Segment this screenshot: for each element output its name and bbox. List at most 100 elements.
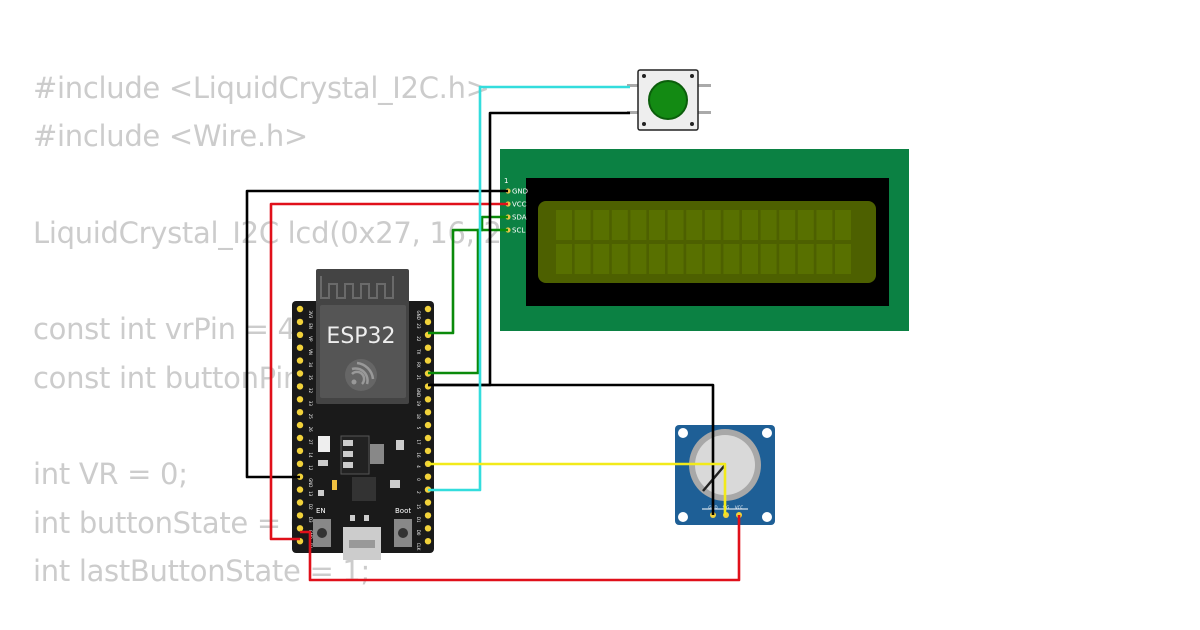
esp32-right-pin-label: 22	[416, 336, 421, 342]
code-line: int VR = 0;	[33, 457, 188, 492]
esp32-right-pin-label: RX	[416, 362, 421, 368]
lcd-cell	[797, 210, 814, 240]
en-label: EN	[316, 507, 326, 515]
esp32-right-pin[interactable]	[424, 434, 432, 442]
esp32-right-pin-label: GND	[416, 388, 421, 397]
code-line: #include <Wire.h>	[33, 119, 308, 154]
pushbutton[interactable]	[627, 69, 711, 131]
esp32-right-pin[interactable]	[424, 447, 432, 455]
esp32-right-pin-label: TX	[416, 348, 421, 354]
lcd-cell	[704, 210, 721, 240]
esp32-left-pin-label: 25	[308, 414, 313, 420]
esp32-right-pin[interactable]	[424, 421, 432, 429]
lcd-cell	[556, 210, 572, 240]
esp32-left-pin[interactable]	[296, 447, 304, 455]
esp32-right-pin-label: D0	[416, 530, 421, 536]
esp32-left-pin[interactable]	[296, 486, 304, 493]
esp32-left-pin-label: D2	[308, 504, 313, 510]
esp32-right-pin[interactable]	[424, 409, 432, 416]
esp32-left-pin-label: 26	[308, 427, 313, 433]
esp32-left-pin[interactable]	[296, 434, 304, 442]
esp32-left-pin-label: 12	[308, 465, 313, 471]
esp32-left-pin[interactable]	[296, 305, 304, 313]
espressif-logo-icon	[345, 359, 377, 391]
esp32-left-pin[interactable]	[296, 512, 304, 519]
lcd-cell	[723, 210, 740, 240]
esp32-board[interactable]: ESP32 3V3ENVPVN343532332526271412GND13D2…	[292, 269, 434, 560]
esp32-left-pin-label: 32	[308, 388, 313, 394]
usb-uart-chip	[352, 477, 376, 501]
esp32-right-pin-label: 21	[416, 375, 421, 381]
lcd-pin-label: SCL	[512, 227, 525, 235]
lcd-cell	[723, 244, 740, 274]
esp32-right-pin[interactable]	[424, 473, 432, 480]
esp32-left-pin[interactable]	[296, 331, 304, 338]
esp32-right-pin-label: 18	[416, 414, 421, 420]
esp32-left-pin-label: 35	[308, 375, 313, 381]
esp32-right-pin[interactable]	[424, 499, 432, 506]
esp32-left-pin[interactable]	[296, 409, 304, 416]
esp32-left-pin[interactable]	[296, 383, 304, 390]
esp32-left-pin[interactable]	[296, 460, 304, 467]
esp32-left-pin[interactable]	[296, 396, 304, 403]
lcd-cell	[760, 210, 777, 240]
esp32-left-pin-label: VP	[308, 336, 313, 342]
esp32-right-pin-label: 5	[416, 427, 421, 430]
lcd-cell	[779, 244, 796, 274]
lcd-cell	[704, 244, 721, 274]
esp32-right-pin[interactable]	[424, 318, 432, 326]
esp32-right-pin[interactable]	[424, 512, 432, 519]
wire-gnd-lcd	[245, 189, 508, 479]
esp32-left-pin-label: D3	[308, 517, 313, 523]
esp32-right-pin[interactable]	[424, 538, 432, 545]
lcd-cell	[556, 244, 572, 274]
esp32-left-pin[interactable]	[296, 499, 304, 506]
esp32-left-pin-label: 3V3	[308, 311, 313, 319]
esp32-left-pin[interactable]	[296, 357, 304, 364]
lcd-pin-label: GND	[512, 188, 528, 196]
lcd-pin-label: VCC	[512, 201, 527, 209]
esp32-left-pin[interactable]	[296, 318, 304, 326]
boot-label: Boot	[395, 507, 411, 515]
wire-scl	[428, 228, 508, 375]
esp32-left-pin-label: VN	[308, 349, 313, 355]
esp32-left-pin-label: 33	[308, 401, 313, 407]
lcd-cell	[630, 244, 647, 274]
esp32-left-pin[interactable]	[296, 370, 304, 377]
esp32-right-pin-label: 17	[416, 440, 421, 446]
lcd-character-grid	[556, 210, 851, 274]
esp32-left-pin[interactable]	[296, 421, 304, 429]
lcd-cell	[816, 210, 833, 240]
esp32-right-pin-label: 19	[416, 401, 421, 407]
esp32-right-pin-label: 2	[416, 491, 421, 494]
esp32-right-pin-label: 23	[416, 323, 421, 329]
wire-sda	[428, 215, 508, 335]
lcd-cell	[779, 210, 796, 240]
button-cap	[648, 80, 688, 120]
lcd-cell	[667, 210, 684, 240]
lcd-cell	[593, 210, 610, 240]
code-line: int lastButtonState = 1;	[33, 553, 370, 588]
esp32-right-pin[interactable]	[424, 525, 432, 532]
lcd-cell	[630, 210, 647, 240]
esp32-right-pin-label: 4	[416, 465, 421, 468]
esp32-left-pin[interactable]	[296, 525, 304, 532]
esp32-right-pin[interactable]	[424, 344, 432, 351]
lcd-pin-label: SDA	[512, 214, 527, 222]
esp32-right-pin[interactable]	[424, 357, 432, 364]
lcd-cell	[742, 210, 758, 240]
esp32-right-pin-label: 0	[416, 478, 421, 481]
antenna-icon	[320, 276, 394, 299]
lcd-cell	[835, 244, 851, 274]
esp32-left-pin-label: 27	[308, 440, 313, 446]
esp32-left-pin-label: 14	[308, 452, 313, 458]
esp32-left-pin[interactable]	[296, 344, 304, 351]
esp32-right-pin[interactable]	[424, 305, 432, 313]
esp32-right-pin[interactable]	[424, 396, 432, 403]
esp32-left-pin-label: 34	[308, 362, 313, 368]
lcd-cell	[649, 244, 665, 274]
lcd-cell	[667, 244, 684, 274]
esp32-left-pin-label: GND	[308, 478, 313, 487]
